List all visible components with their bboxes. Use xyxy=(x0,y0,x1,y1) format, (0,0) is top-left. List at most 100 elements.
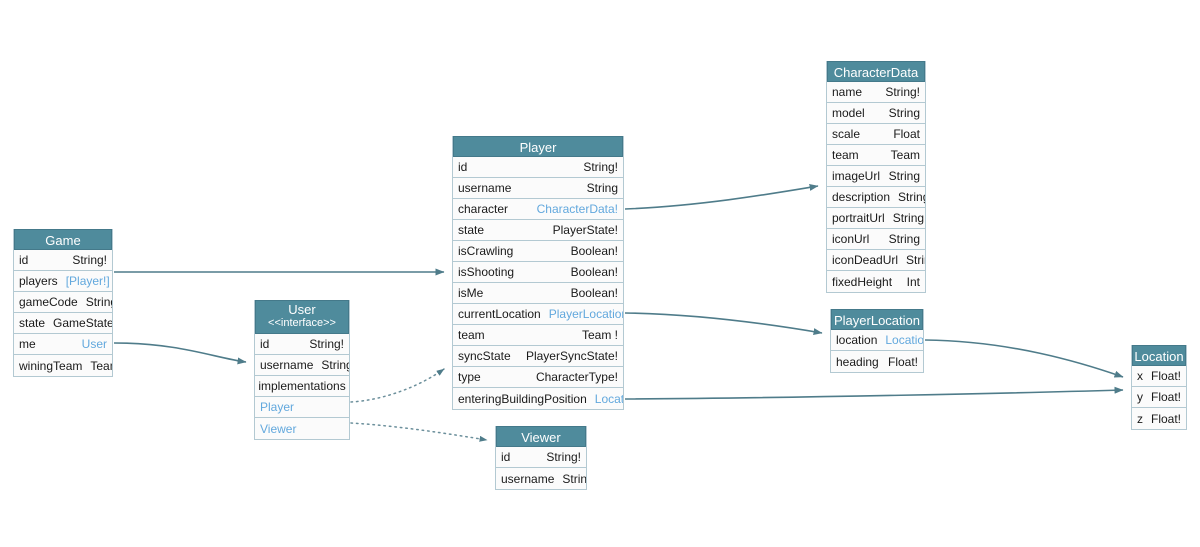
field-name[interactable]: Viewer xyxy=(260,421,297,436)
field-row[interactable]: id String! xyxy=(453,157,623,178)
field-type[interactable]: CharacterData! xyxy=(536,202,618,216)
field-name: imageUrl xyxy=(832,169,881,183)
edge-player-enteringbuildingposition-to-location xyxy=(624,386,1124,400)
entity-game[interactable]: Game id String! players [Player!] gameCo… xyxy=(13,229,113,377)
field-type: CharacterType! xyxy=(535,370,618,384)
implementation-row-player[interactable]: Player xyxy=(255,397,349,418)
field-type[interactable]: Location xyxy=(594,391,623,406)
entity-viewer[interactable]: Viewer id String! username String xyxy=(495,426,587,490)
entity-player-title: Player xyxy=(519,140,557,155)
entity-playerlocation[interactable]: PlayerLocation location Location! headin… xyxy=(830,309,924,373)
field-name: iconUrl xyxy=(832,232,870,246)
field-type: Team ! xyxy=(581,328,618,342)
field-row[interactable]: name String! xyxy=(827,82,925,103)
field-row[interactable]: syncState PlayerSyncState! xyxy=(453,346,623,367)
field-name: username xyxy=(501,471,555,486)
field-row[interactable]: scale Float xyxy=(827,124,925,145)
field-row[interactable]: imageUrl String xyxy=(827,166,925,187)
entity-location[interactable]: Location x Float! y Float! z Float! xyxy=(1131,345,1187,430)
field-name: currentLocation xyxy=(458,307,541,321)
field-row[interactable]: enteringBuildingPosition Location xyxy=(453,388,623,409)
field-type[interactable]: PlayerLocation! xyxy=(548,307,623,321)
entity-player[interactable]: Player id String! username String charac… xyxy=(452,136,624,410)
field-row[interactable]: gameCode String! xyxy=(14,292,112,313)
field-type: Boolean! xyxy=(570,286,618,300)
field-row[interactable]: y Float! xyxy=(1132,387,1186,408)
field-row[interactable]: iconUrl String xyxy=(827,229,925,250)
field-row[interactable]: id String! xyxy=(255,334,349,355)
entity-playerlocation-header: PlayerLocation xyxy=(831,309,923,330)
field-name: y xyxy=(1137,390,1143,404)
field-type: Float xyxy=(893,127,920,141)
field-row[interactable]: currentLocation PlayerLocation! xyxy=(453,304,623,325)
edge-player-character-to-characterdata xyxy=(624,183,819,210)
field-name: isShooting xyxy=(458,265,515,279)
field-name: state xyxy=(19,316,46,330)
field-row[interactable]: isShooting Boolean! xyxy=(453,262,623,283)
entity-characterdata-header: CharacterData xyxy=(827,61,925,82)
field-row[interactable]: character CharacterData! xyxy=(453,199,623,220)
field-row[interactable]: team Team xyxy=(827,145,925,166)
field-row[interactable]: me User xyxy=(14,334,112,355)
field-name: isMe xyxy=(458,286,484,300)
field-row[interactable]: id String! xyxy=(496,447,586,468)
field-name: id xyxy=(458,160,468,174)
entity-user-title: User xyxy=(288,302,316,317)
field-type: String xyxy=(562,471,586,486)
field-row[interactable]: type CharacterType! xyxy=(453,367,623,388)
field-name: gameCode xyxy=(19,295,78,309)
field-row[interactable]: username String xyxy=(255,355,349,376)
field-row[interactable]: state GameState! xyxy=(14,313,112,334)
field-row[interactable]: heading Float! xyxy=(831,351,923,372)
field-row[interactable]: username String xyxy=(453,178,623,199)
field-name: team xyxy=(458,328,485,342)
field-name[interactable]: Player xyxy=(260,400,295,414)
field-type: String xyxy=(586,181,618,195)
field-row[interactable]: fixedHeight Int xyxy=(827,271,925,292)
field-row[interactable]: team Team ! xyxy=(453,325,623,346)
field-row[interactable]: state PlayerState! xyxy=(453,220,623,241)
field-name: id xyxy=(19,253,29,267)
implementation-row-viewer[interactable]: Viewer xyxy=(255,418,349,439)
entity-viewer-title: Viewer xyxy=(521,430,561,445)
field-row[interactable]: model String xyxy=(827,103,925,124)
entity-user[interactable]: User <<interface>> id String! username S… xyxy=(254,300,350,440)
field-name: heading xyxy=(836,354,879,369)
entity-game-header: Game xyxy=(14,229,112,250)
field-name: description xyxy=(832,190,891,204)
field-type[interactable]: User xyxy=(81,337,107,351)
field-name: character xyxy=(458,202,509,216)
field-name: winingTeam xyxy=(19,358,83,373)
field-row[interactable]: players [Player!] xyxy=(14,271,112,292)
field-type: Float! xyxy=(1151,369,1182,383)
entity-game-title: Game xyxy=(45,233,81,248)
field-name: id xyxy=(260,337,270,351)
field-row[interactable]: winingTeam Team xyxy=(14,355,112,376)
field-name: me xyxy=(19,337,36,351)
entity-playerlocation-title: PlayerLocation xyxy=(834,313,920,328)
field-row[interactable]: description String xyxy=(827,187,925,208)
field-type: String xyxy=(888,232,920,246)
implementations-label-row: implementations xyxy=(255,376,349,397)
field-type: String! xyxy=(85,295,112,309)
field-row[interactable]: isMe Boolean! xyxy=(453,283,623,304)
field-row[interactable]: x Float! xyxy=(1132,366,1186,387)
field-type: PlayerState! xyxy=(552,223,618,237)
edge-user-implements-player xyxy=(350,368,445,403)
entity-player-header: Player xyxy=(453,136,623,157)
field-row[interactable]: z Float! xyxy=(1132,408,1186,429)
field-name: location xyxy=(836,333,878,347)
field-type: Team xyxy=(890,148,920,162)
field-type: String xyxy=(906,253,925,267)
field-row[interactable]: location Location! xyxy=(831,330,923,351)
field-row[interactable]: id String! xyxy=(14,250,112,271)
entity-characterdata[interactable]: CharacterData name String! model String … xyxy=(826,61,926,293)
field-type: String xyxy=(888,169,920,183)
field-row[interactable]: portraitUrl String xyxy=(827,208,925,229)
field-row[interactable]: iconDeadUrl String xyxy=(827,250,925,271)
field-type[interactable]: Location! xyxy=(885,333,923,347)
field-type[interactable]: [Player!] xyxy=(65,274,110,288)
field-row[interactable]: username String xyxy=(496,468,586,489)
field-row[interactable]: isCrawling Boolean! xyxy=(453,241,623,262)
